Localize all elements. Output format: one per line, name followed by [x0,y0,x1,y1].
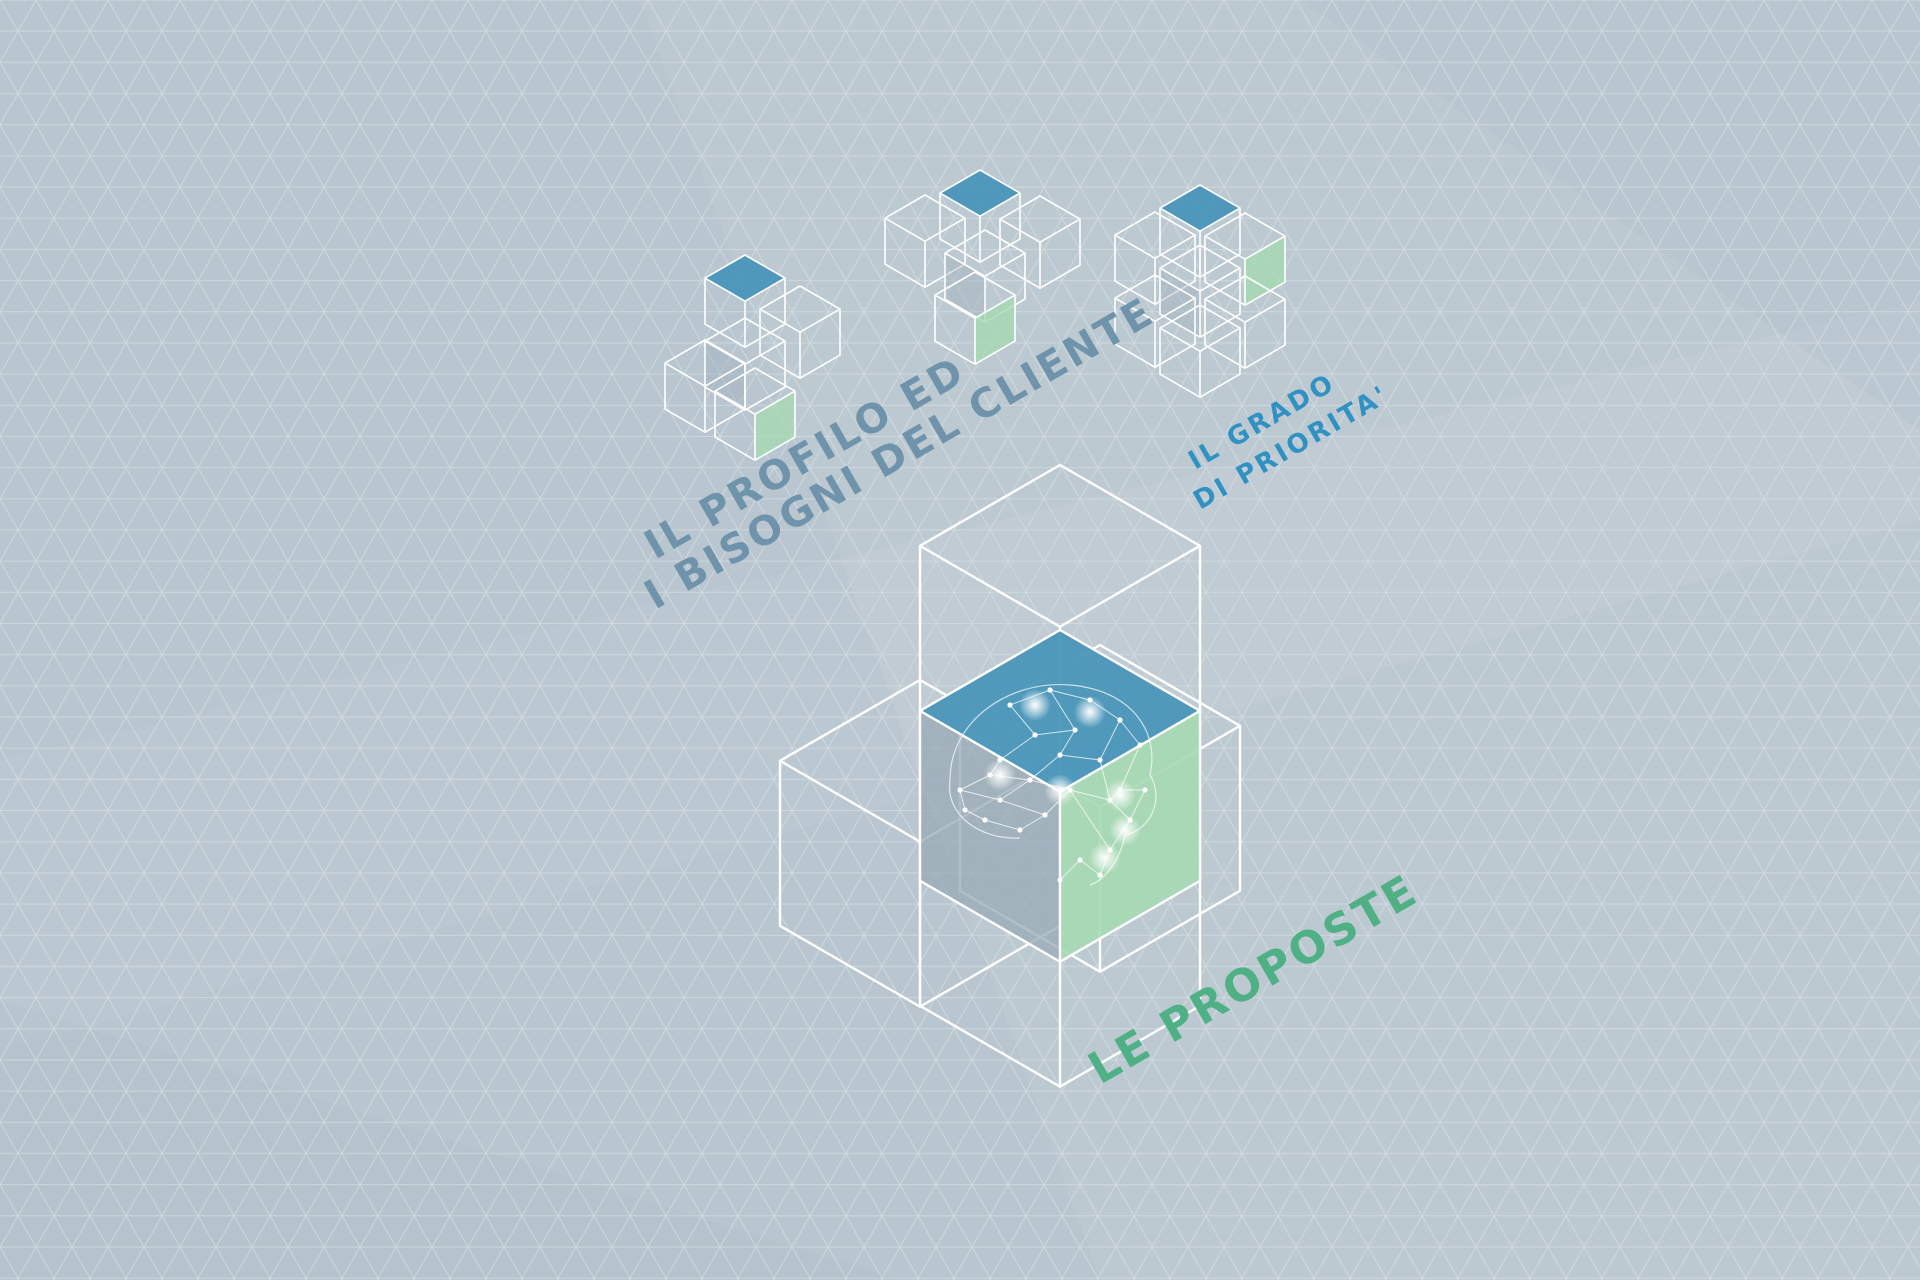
brain-node [1097,757,1103,763]
cube-face-right [1245,236,1285,306]
cube-face-left [945,253,985,323]
brain-link [964,809,986,821]
brain-glow [1019,689,1051,721]
brain-link [1059,859,1081,881]
brain-node [1007,702,1013,708]
cube-face-left [1160,268,1200,338]
cube-face-left [920,710,1060,962]
cube-face-right [755,391,795,461]
brain-link [1059,754,1101,761]
brain-node [1042,812,1048,818]
brain-node [1072,727,1078,733]
cube-face-top [705,255,785,302]
brain-glow [1044,774,1076,806]
brain-network-icon [949,684,1157,886]
cube-face-left [705,341,745,411]
brain-link [959,789,966,811]
brain-link [1129,789,1146,821]
brain-link [1059,729,1076,756]
brain-link [999,779,1031,801]
brain-glow [1089,842,1121,874]
brain-link [1069,789,1111,851]
brain-node [1097,872,1103,878]
brain-node [1057,877,1063,883]
brain-link [959,789,1001,801]
brain-link [1019,814,1046,831]
brain-node [1142,787,1148,793]
cube-cluster-icon [664,169,1286,462]
brain-node [1117,717,1123,723]
brain-node [1032,732,1038,738]
brain-glow [984,759,1016,791]
brain-node [962,807,968,813]
brain-node [982,817,988,823]
brain-node [1027,777,1033,783]
brain-link [999,799,1046,816]
brain-link [1029,754,1061,781]
cube-face-right [975,295,1015,365]
brain-node [997,797,1003,803]
brain-glow [1074,696,1106,728]
brain-glow [1109,814,1141,846]
brain-node [1047,687,1053,693]
brain-link [1079,859,1101,876]
brain-link [999,734,1036,761]
brain-link [1049,689,1076,731]
brain-link [1034,729,1076,736]
brain-node [1137,742,1143,748]
brain-link [1009,704,1036,736]
brain-link [1099,719,1121,761]
brain-node [957,787,963,793]
brain-node [1017,827,1023,833]
brain-link [984,819,1021,831]
brain-link [1119,719,1141,746]
brain-glow [1104,779,1136,811]
brain-link [1069,789,1111,801]
brain-node [1057,752,1063,758]
brain-node [1077,857,1083,863]
